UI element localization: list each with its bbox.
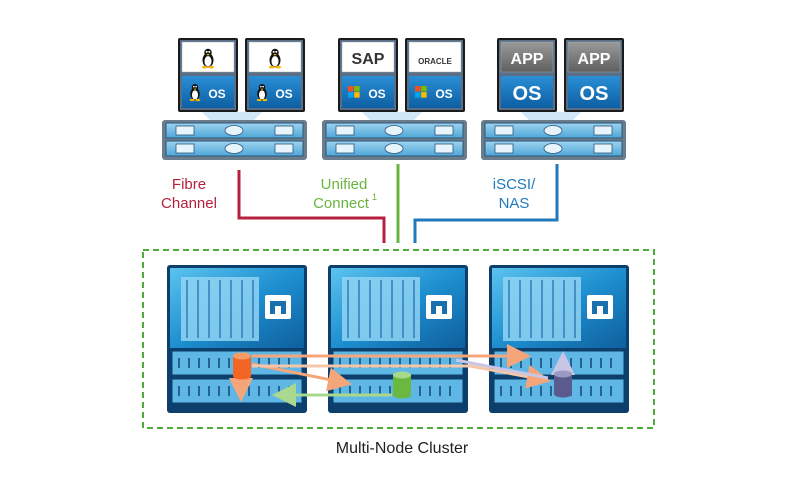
vm-top-label: ORACLE: [418, 57, 452, 66]
storage-node-1: [167, 265, 307, 413]
fibre-channel-label: Fibre Channel: [161, 176, 217, 212]
virtual-machine: SAP OS: [338, 38, 398, 112]
rack-server: [481, 120, 626, 160]
virtual-machine: OS: [245, 38, 305, 112]
unified-label-line1: Unified: [321, 176, 368, 193]
vm-top-label: APP: [511, 51, 544, 68]
netapp-logo-icon: [587, 295, 613, 319]
host-server-1: OS OS: [162, 38, 307, 160]
virtual-machine: ORACLE OS: [405, 38, 465, 112]
cluster-label: Multi-Node Cluster: [336, 440, 469, 457]
windows-logo-icon: [415, 86, 427, 98]
green-volume-icon: [393, 371, 411, 399]
fibre-channel-line: [237, 170, 386, 243]
host-server-2: SAP OS ORACLE OS: [322, 38, 467, 160]
vm-os-label: OS: [435, 87, 452, 101]
virtual-machine: APP OS: [564, 38, 624, 112]
linux-penguin-icon: [189, 84, 201, 102]
iscsi-nas-line: [413, 164, 559, 243]
vm-os-label: OS: [580, 83, 609, 105]
virtual-machine: APP OS: [497, 38, 557, 112]
fibre-label-line2: Channel: [161, 195, 217, 212]
unified-connect-label: Unified Connect 1: [313, 176, 377, 212]
vm-top-label: SAP: [352, 51, 385, 68]
vm-os-label: OS: [208, 87, 225, 101]
vm-os-label: OS: [368, 87, 385, 101]
vm-top-label: APP: [578, 51, 611, 68]
rack-server: [322, 120, 467, 160]
linux-penguin-icon: [201, 48, 215, 69]
purple-volume-icon: [554, 370, 572, 398]
cluster-boundary: [142, 249, 655, 429]
data-flow-arrows: [229, 344, 575, 407]
windows-logo-icon: [348, 86, 360, 98]
linux-penguin-icon: [256, 84, 268, 102]
netapp-logo-icon: [426, 295, 452, 319]
iscsi-nas-label: iSCSI/ NAS: [493, 176, 536, 212]
flow-arrow-orange-to-node3-low: [252, 364, 551, 389]
orange-volume-icon: [233, 352, 251, 380]
storage-node-3: [489, 265, 629, 413]
unified-label-superscript: 1: [372, 192, 377, 202]
netapp-logo-icon: [265, 295, 291, 319]
virtual-machine: OS: [178, 38, 238, 112]
flow-arrow-lavender: [455, 358, 549, 380]
vm-os-label: OS: [513, 83, 542, 105]
vm-os-label: OS: [275, 87, 292, 101]
iscsi-label-line1: iSCSI/: [493, 176, 536, 193]
iscsi-label-line2: NAS: [499, 195, 530, 212]
rack-server: [162, 120, 307, 160]
unified-label-line2: Connect: [313, 195, 370, 212]
linux-penguin-icon: [268, 48, 282, 69]
storage-node-2: [328, 265, 468, 413]
fibre-label-line1: Fibre: [172, 176, 206, 193]
host-server-3: APP OS APP OS: [481, 38, 626, 160]
connection-lines: [237, 164, 559, 243]
